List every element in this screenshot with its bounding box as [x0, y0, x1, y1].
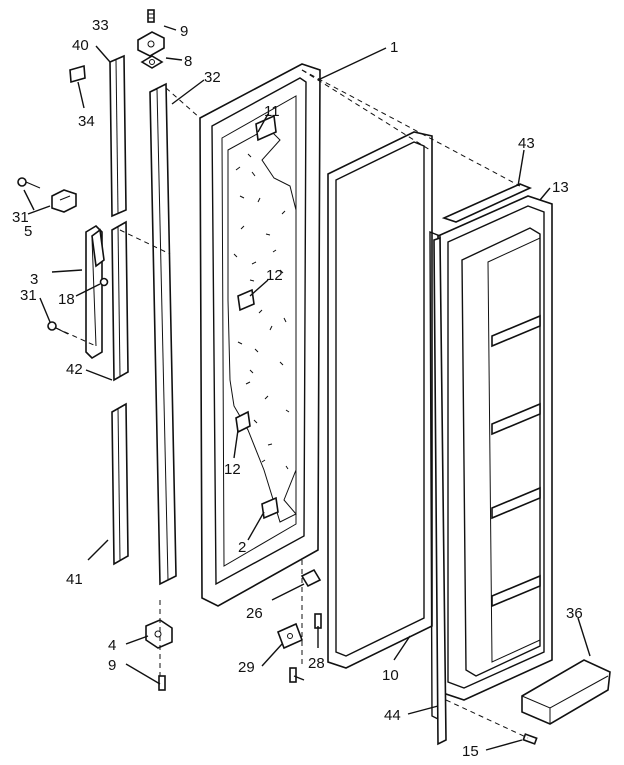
- handle-bracket-5: [51, 189, 77, 213]
- callout-9-top: 9: [180, 23, 188, 40]
- door-bin-36: [521, 659, 611, 725]
- callout-44: 44: [384, 707, 401, 724]
- handle-trim-42: [111, 220, 129, 382]
- callout-34: 34: [78, 113, 95, 130]
- dashed-alignment-lines: [55, 69, 529, 739]
- bracket-26: [300, 568, 322, 588]
- callout-18: 18: [58, 291, 75, 308]
- bracket-29: [276, 622, 304, 650]
- leader-lines: [23, 25, 591, 751]
- bracket-8: [140, 55, 164, 69]
- edge-strip-44: [433, 236, 447, 746]
- screw-18: [99, 277, 109, 287]
- callout-2: 2: [238, 539, 246, 556]
- side-trim-32: [149, 82, 177, 586]
- callout-31-top: 31: [12, 209, 29, 226]
- callout-1: 1: [390, 39, 398, 56]
- hinge-bracket-33: [137, 31, 165, 57]
- screw-28-bottom: [289, 667, 297, 683]
- screw-9-top: [147, 9, 155, 23]
- door-handle-3: [85, 224, 105, 360]
- callout-26: 26: [246, 605, 263, 622]
- door-gasket-10: [327, 131, 433, 669]
- callout-4: 4: [108, 637, 116, 654]
- trim-strip-41: [111, 402, 129, 566]
- callout-33: 33: [92, 17, 109, 34]
- callout-10: 10: [382, 667, 399, 684]
- hinge-4: [145, 619, 173, 649]
- callout-15: 15: [462, 743, 479, 760]
- callout-5: 5: [24, 223, 32, 240]
- callout-31-bottom: 31: [20, 287, 37, 304]
- label-plate-34: [69, 64, 86, 84]
- door-liner-13: [429, 195, 553, 722]
- callout-36: 36: [566, 605, 583, 622]
- callout-11: 11: [264, 103, 280, 120]
- callout-29: 29: [238, 659, 255, 676]
- callout-42: 42: [66, 361, 83, 378]
- callout-9-bottom: 9: [108, 657, 116, 674]
- screw-9-bottom: [158, 675, 166, 691]
- callout-32: 32: [204, 69, 221, 86]
- callout-43: 43: [518, 135, 535, 152]
- screw-28: [314, 613, 322, 629]
- callout-13: 13: [552, 179, 569, 196]
- door-panel-1: [199, 63, 321, 607]
- callout-28: 28: [308, 655, 325, 672]
- callout-41: 41: [66, 571, 83, 588]
- trim-strip-40: [109, 54, 127, 218]
- callout-12-lower: 12: [224, 461, 241, 478]
- callout-8: 8: [184, 53, 192, 70]
- callout-40: 40: [72, 37, 89, 54]
- screw-15: [522, 733, 538, 745]
- screw-31-top: [17, 177, 41, 189]
- top-trim-43: [441, 183, 533, 223]
- callout-3: 3: [30, 271, 38, 288]
- callout-12-upper: 12: [266, 267, 283, 284]
